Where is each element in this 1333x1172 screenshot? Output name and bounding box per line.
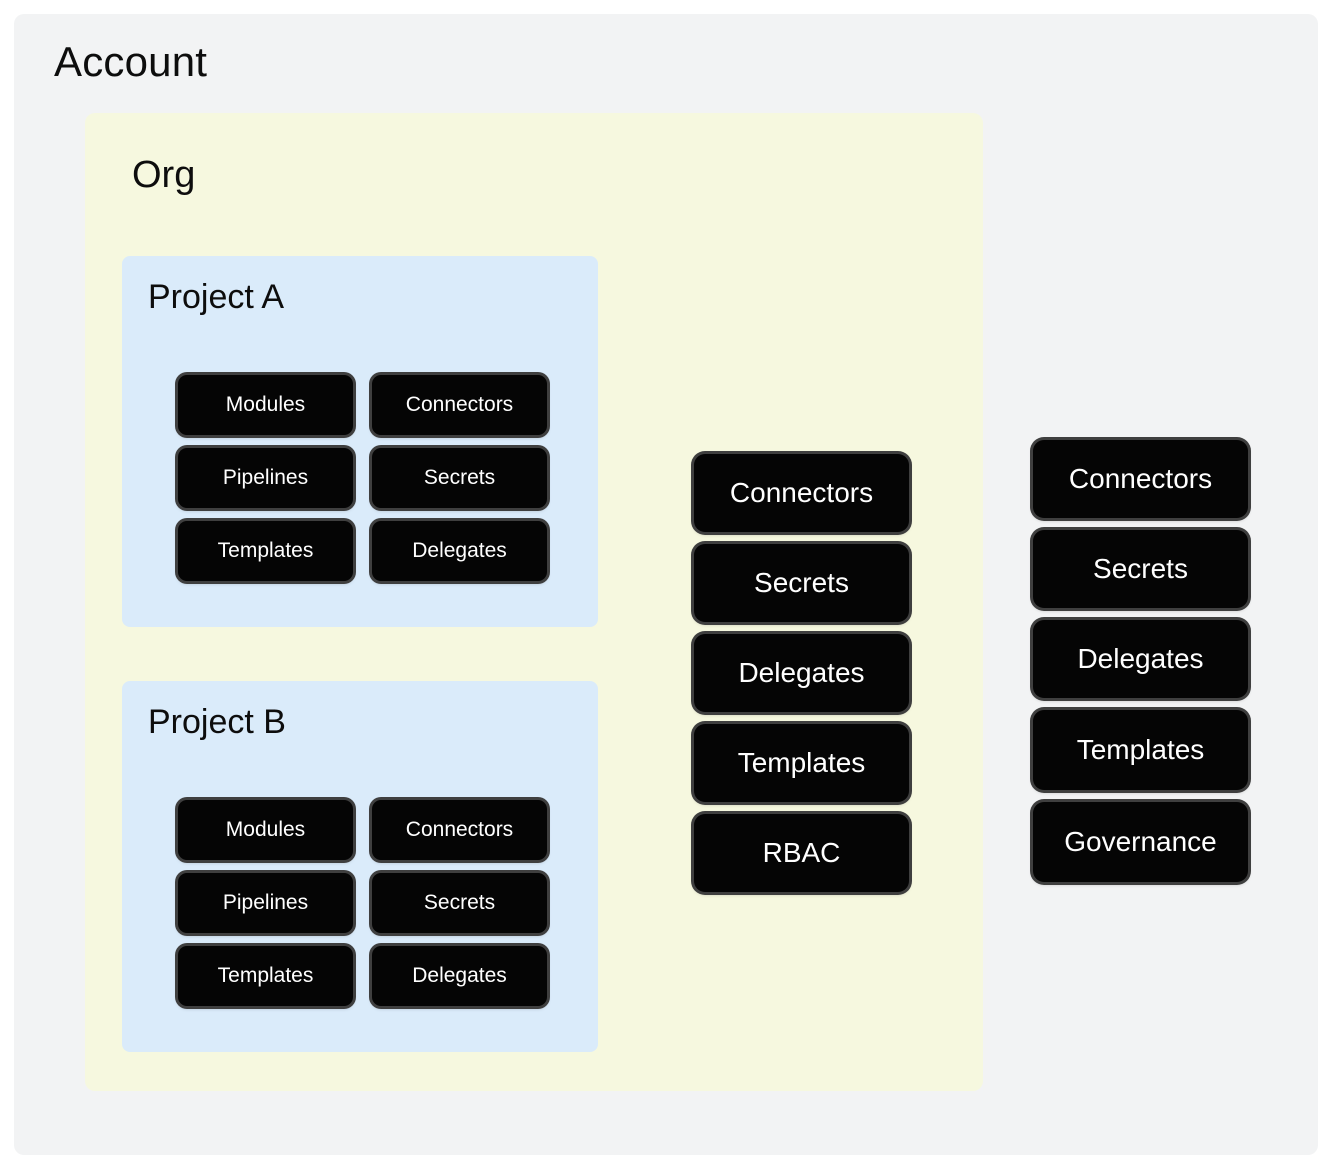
org-resource-templates[interactable]: Templates bbox=[694, 724, 909, 802]
org-panel: Org Project A Modules Connectors Pipelin… bbox=[85, 113, 983, 1091]
account-panel: Account Org Project A Modules Connectors… bbox=[14, 14, 1318, 1155]
project-a-resource-delegates[interactable]: Delegates bbox=[372, 521, 547, 581]
account-resource-connectors[interactable]: Connectors bbox=[1033, 440, 1248, 518]
project-a-resource-connectors[interactable]: Connectors bbox=[372, 375, 547, 435]
project-panel-b: Project B Modules Connectors Pipelines S… bbox=[122, 681, 598, 1052]
project-b-resource-secrets[interactable]: Secrets bbox=[372, 873, 547, 933]
account-scope-resource-column: Connectors Secrets Delegates Templates G… bbox=[1033, 440, 1248, 882]
org-scope-resource-column: Connectors Secrets Delegates Templates R… bbox=[694, 454, 909, 892]
project-a-title: Project A bbox=[148, 278, 285, 316]
account-resource-delegates[interactable]: Delegates bbox=[1033, 620, 1248, 698]
org-resource-rbac[interactable]: RBAC bbox=[694, 814, 909, 892]
project-a-resource-modules[interactable]: Modules bbox=[178, 375, 353, 435]
org-title: Org bbox=[132, 154, 196, 196]
project-a-resource-templates[interactable]: Templates bbox=[178, 521, 353, 581]
project-a-resource-grid: Modules Connectors Pipelines Secrets Tem… bbox=[178, 375, 547, 581]
account-resource-secrets[interactable]: Secrets bbox=[1033, 530, 1248, 608]
project-a-resource-secrets[interactable]: Secrets bbox=[372, 448, 547, 508]
org-resource-connectors[interactable]: Connectors bbox=[694, 454, 909, 532]
project-b-resource-pipelines[interactable]: Pipelines bbox=[178, 873, 353, 933]
project-panel-a: Project A Modules Connectors Pipelines S… bbox=[122, 256, 598, 627]
project-b-title: Project B bbox=[148, 703, 286, 741]
org-resource-secrets[interactable]: Secrets bbox=[694, 544, 909, 622]
account-resource-governance[interactable]: Governance bbox=[1033, 802, 1248, 882]
org-resource-delegates[interactable]: Delegates bbox=[694, 634, 909, 712]
project-b-resource-modules[interactable]: Modules bbox=[178, 800, 353, 860]
account-resource-templates[interactable]: Templates bbox=[1033, 710, 1248, 790]
project-b-resource-connectors[interactable]: Connectors bbox=[372, 800, 547, 860]
project-b-resource-grid: Modules Connectors Pipelines Secrets Tem… bbox=[178, 800, 547, 1006]
project-a-resource-pipelines[interactable]: Pipelines bbox=[178, 448, 353, 508]
project-b-resource-delegates[interactable]: Delegates bbox=[372, 946, 547, 1006]
account-title: Account bbox=[54, 38, 208, 85]
project-b-resource-templates[interactable]: Templates bbox=[178, 946, 353, 1006]
